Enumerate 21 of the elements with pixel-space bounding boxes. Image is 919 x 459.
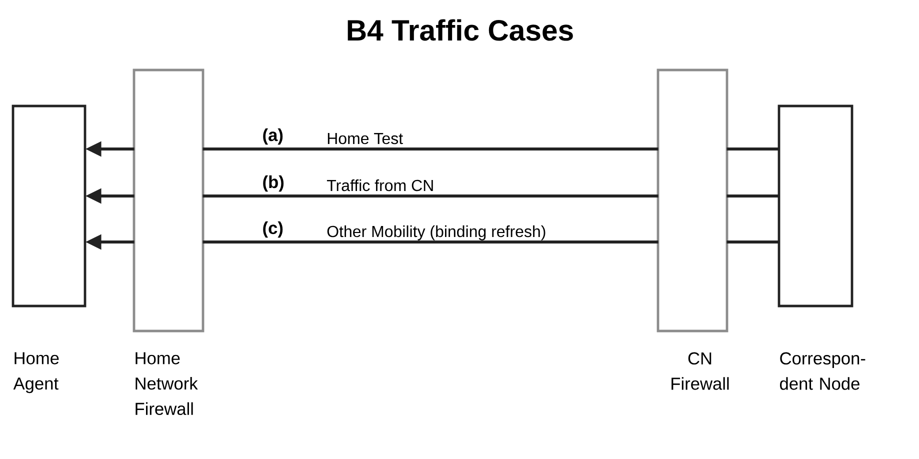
title: B4 Traffic Cases bbox=[348, 19, 573, 41]
firewall-box: CN Firewall bbox=[656, 68, 729, 390]
connector-line bbox=[202, 240, 658, 244]
edge-label: Home Test bbox=[328, 133, 403, 144]
case-letter: (b) bbox=[263, 175, 284, 192]
connector-line bbox=[726, 194, 780, 198]
connector-line bbox=[202, 148, 658, 150]
node-label: Correspon- dent Node bbox=[780, 352, 866, 390]
connector-line bbox=[726, 148, 780, 150]
edge-label: Traffic from CN bbox=[326, 179, 433, 192]
case-letter: (c) bbox=[263, 221, 283, 238]
firewall-box: Home Network Firewall bbox=[132, 68, 204, 416]
host-box: Correspon- dent Node bbox=[778, 104, 866, 390]
host-box: Home Agent bbox=[12, 104, 86, 394]
case-letter: (a) bbox=[263, 128, 283, 145]
edge-label: Other Mobility (binding refresh) bbox=[327, 225, 546, 240]
connector-line bbox=[726, 240, 780, 244]
node-label: Home Agent bbox=[13, 352, 59, 394]
node-label: Home Network Firewall bbox=[136, 352, 198, 416]
connector-line bbox=[202, 194, 658, 198]
node-label: CN Firewall bbox=[672, 352, 729, 390]
